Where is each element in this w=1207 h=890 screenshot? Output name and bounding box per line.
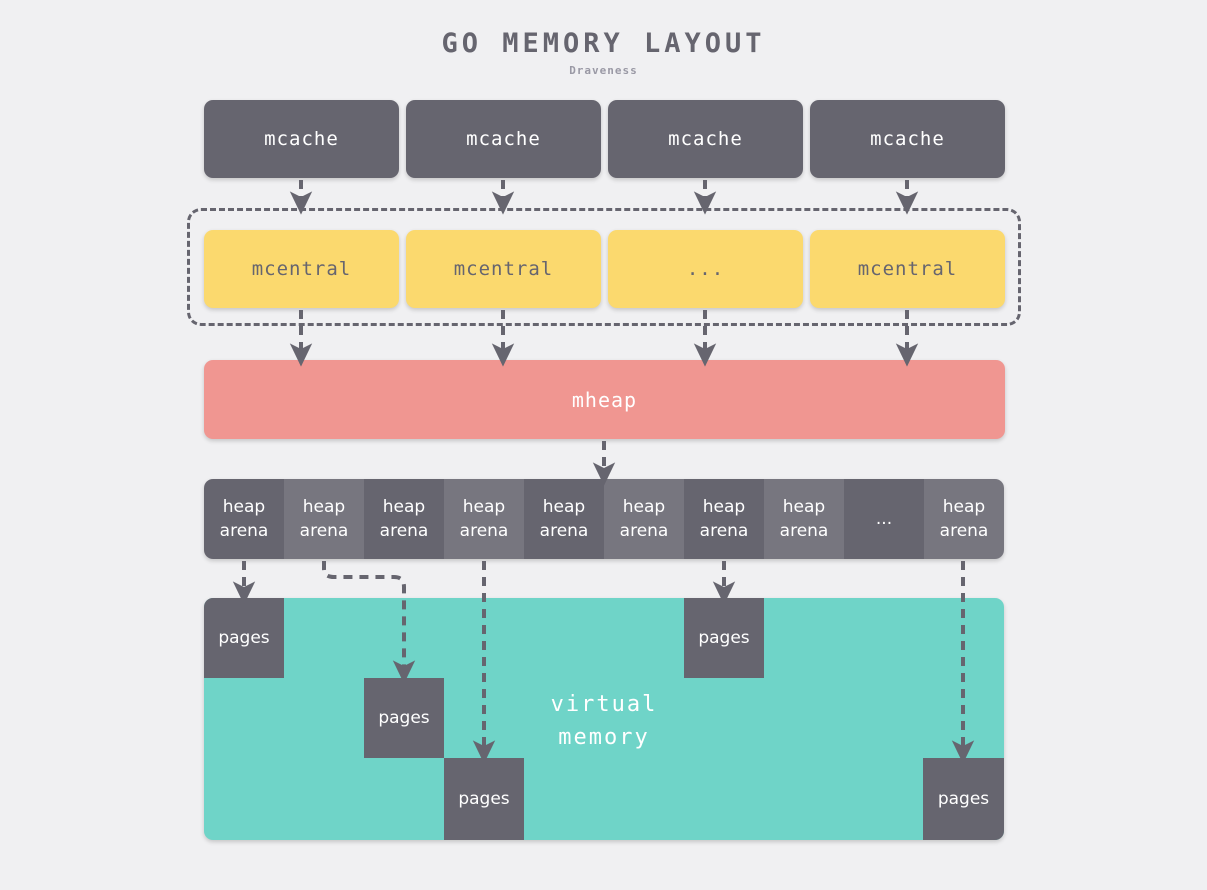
heap-arena-cell[interactable]: heap arena [284,479,364,559]
pages-box-4[interactable]: pages [684,598,764,678]
heap-arena-line1: heap [382,497,426,517]
heap-arena-line1: heap [702,497,746,517]
heap-arena-cell[interactable]: heap arena [684,479,764,559]
pages-label: pages [218,628,270,648]
heap-arena-cell[interactable]: heap arena [204,479,284,559]
mcentral-label: mcentral [251,258,352,280]
mcentral-label: mcentral [453,258,554,280]
mcache-label: mcache [668,128,743,150]
heap-arena-strip: heap arena heap arena heap arena heap ar… [204,479,1004,559]
pages-label: pages [378,708,430,728]
virtual-memory-label-line1: virtual [550,692,658,717]
heap-arena-line2: arena [379,521,429,541]
heap-arena-line1: heap [542,497,586,517]
heap-arena-line1: heap [782,497,826,517]
heap-arena-line1: heap [222,497,266,517]
mcache-box-1[interactable]: mcache [204,100,399,178]
pages-box-2[interactable]: pages [364,678,444,758]
virtual-memory-region: pages pages pages pages pages virtual me… [204,598,1004,840]
pages-label: pages [698,628,750,648]
heap-arena-line2: arena [219,521,269,541]
mcache-label: mcache [264,128,339,150]
mcentral-box-1[interactable]: mcentral [204,230,399,308]
pages-box-5[interactable]: pages [923,758,1004,840]
mcache-box-3[interactable]: mcache [608,100,803,178]
mcache-label: mcache [870,128,945,150]
heap-arena-line2: arena [619,521,669,541]
virtual-memory-label-line2: memory [558,725,650,750]
heap-arena-cell[interactable]: heap arena [604,479,684,559]
mheap-box[interactable]: mheap [204,360,1005,439]
heap-arena-line1: heap [622,497,666,517]
mcache-label: mcache [466,128,541,150]
mcentral-box-2[interactable]: mcentral [406,230,601,308]
page-title: GO MEMORY LAYOUT [441,28,766,59]
heap-arena-line2: arena [939,521,989,541]
pages-label: pages [458,789,510,809]
virtual-memory-label: virtual memory [204,688,1004,754]
heap-arena-cell[interactable]: heap arena [524,479,604,559]
heap-arena-cell[interactable]: heap arena [764,479,844,559]
mcentral-group-container [187,208,1021,326]
pages-label: pages [937,789,990,809]
heap-arena-cell[interactable]: heap arena [364,479,444,559]
mcache-box-2[interactable]: mcache [406,100,601,178]
heap-arena-line1: ... [875,509,893,529]
heap-arena-cell[interactable]: heap arena [444,479,524,559]
heap-arena-line2: arena [539,521,589,541]
mcentral-box-ellipsis[interactable]: ... [608,230,803,308]
pages-box-1[interactable]: pages [204,598,284,678]
mheap-label: mheap [571,387,638,412]
heap-arena-line2: arena [299,521,349,541]
mcache-box-4[interactable]: mcache [810,100,1005,178]
heap-arena-cell-ellipsis[interactable]: ... [844,479,924,559]
heap-arena-line1: heap [302,497,346,517]
heap-arena-line1: heap [462,497,506,517]
page-subtitle: Draveness [569,64,638,77]
pages-box-3[interactable]: pages [444,758,524,840]
heap-arena-line2: arena [459,521,509,541]
heap-arena-cell[interactable]: heap arena [924,479,1004,559]
heap-arena-line1: heap [942,497,986,517]
heap-arena-line2: arena [699,521,749,541]
mcentral-label: mcentral [857,258,958,280]
mcentral-label: ... [686,258,725,280]
mcentral-box-4[interactable]: mcentral [810,230,1005,308]
heap-arena-line2: arena [779,521,829,541]
